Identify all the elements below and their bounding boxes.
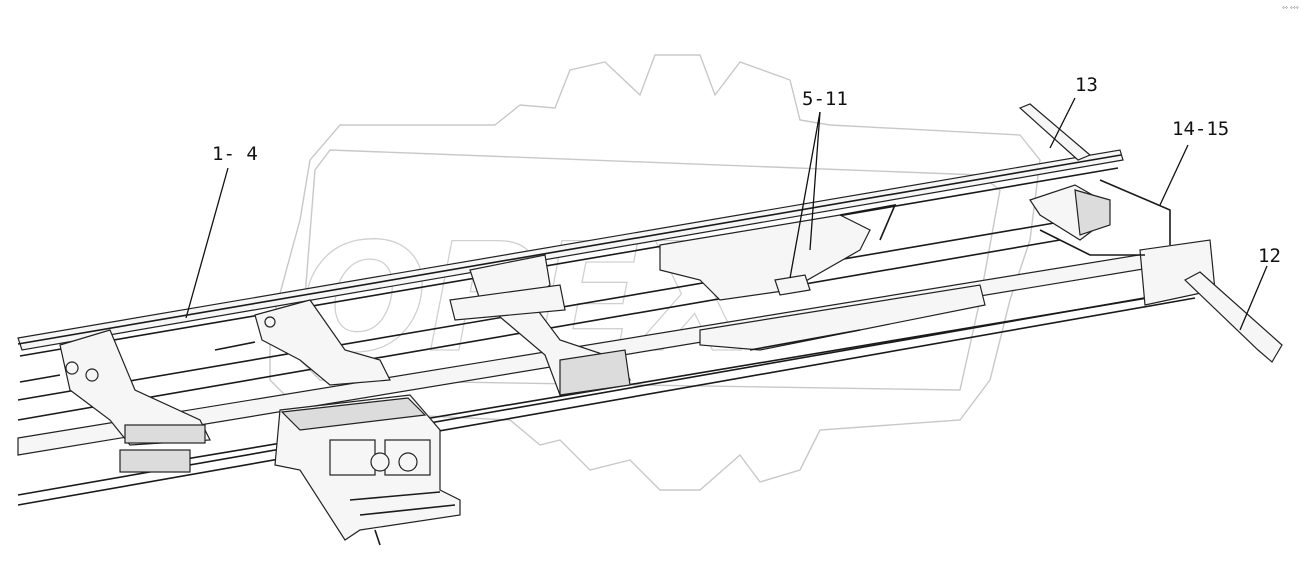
- leader-5-11-a: [789, 111, 821, 279]
- callout-14-15: 14-15: [1172, 118, 1229, 140]
- front-crossmember-1: [59, 329, 211, 446]
- front-bracket-2: [119, 449, 191, 473]
- bolt-hole-3: [264, 316, 276, 328]
- battery-terminal-2: [398, 452, 418, 472]
- leader-5-11-b: [809, 111, 821, 251]
- leader-1-4: [185, 167, 229, 319]
- leader-12: [1239, 265, 1268, 331]
- callout-labels: 1- 4 5-11 13 14-15 12: [212, 74, 1281, 267]
- center-plate: [774, 274, 811, 296]
- middle-bracket: [559, 349, 631, 396]
- leader-13: [1049, 97, 1076, 149]
- rear-extensions: [1018, 103, 1283, 363]
- battery-terminal-1: [370, 452, 390, 472]
- front-bracket-1: [124, 424, 206, 444]
- front-crossmember-2: [254, 299, 391, 386]
- callout-5-11: 5-11: [802, 88, 848, 110]
- bolt-hole-2: [85, 368, 99, 382]
- battery-cell-1: [329, 439, 376, 476]
- corner-mark: °° °°°: [1282, 6, 1299, 13]
- callout-1-4: 1- 4: [212, 143, 258, 165]
- middle-crossmember-4: [449, 284, 566, 321]
- callout-12: 12: [1258, 245, 1281, 267]
- leader-lines: [185, 97, 1268, 331]
- callout-13: 13: [1075, 74, 1098, 96]
- battery-box-top: [280, 397, 427, 431]
- cross-members: [19, 179, 1216, 473]
- battery-box-assembly: [274, 394, 461, 546]
- lower-extension-bar: [1183, 271, 1283, 363]
- leader-14-15: [1159, 144, 1189, 206]
- upper-extension-bar: [1018, 103, 1092, 161]
- rear-coupling-bracket: [1074, 189, 1111, 236]
- middle-crossmember-3: [699, 284, 986, 351]
- bolt-hole-1: [65, 361, 79, 375]
